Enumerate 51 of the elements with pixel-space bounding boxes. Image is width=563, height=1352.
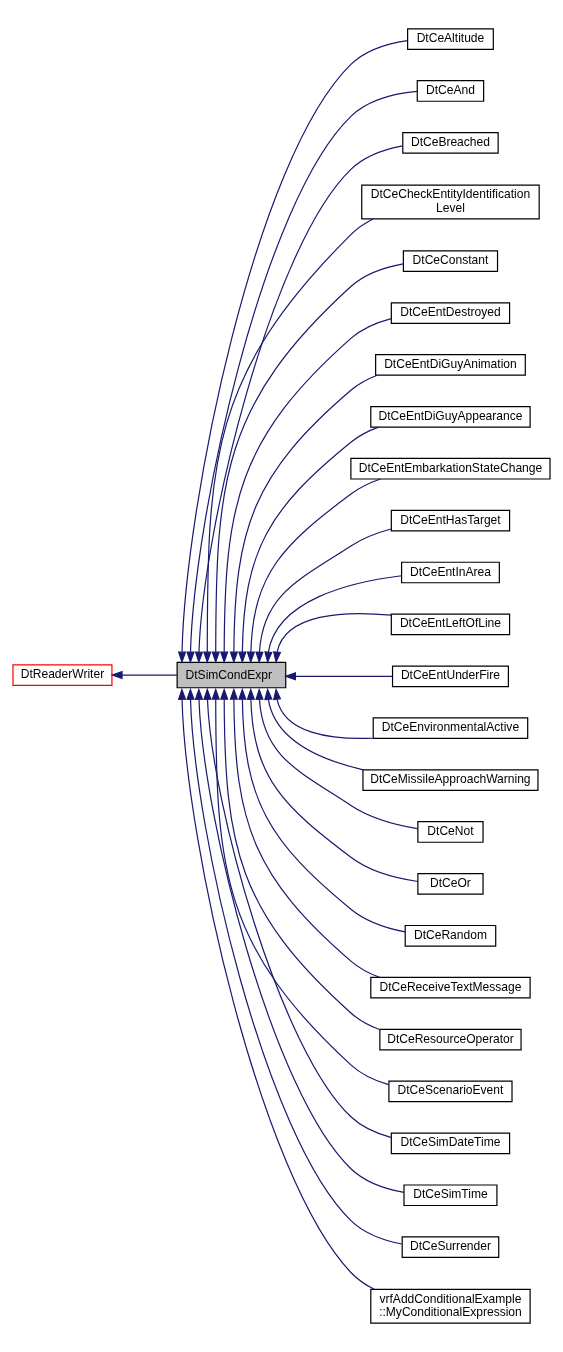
- arrow: [238, 687, 406, 933]
- node-box: DtCeEntDiGuyAnimation: [375, 354, 526, 376]
- arrow: [229, 687, 381, 978]
- node-box: DtCeEntLeftOfLine: [390, 613, 511, 636]
- node-box: DtCeEntHasTarget: [390, 509, 511, 532]
- arrow: [211, 263, 404, 664]
- node-box: vrfAddConditionalExample ::MyConditionalExpression: [370, 1288, 531, 1324]
- arrow: [177, 687, 375, 1290]
- arrow: [203, 218, 374, 664]
- node-box: DtCeRandom: [404, 924, 497, 947]
- node-box: DtCeSimDateTime: [390, 1132, 511, 1155]
- arrow: [255, 528, 392, 664]
- node-box: DtReaderWriter: [12, 664, 113, 686]
- node-box: DtCeAltitude: [407, 28, 494, 50]
- node-box: DtCeEntEmbarkationStateChange: [350, 457, 551, 480]
- node-box: DtSimCondExpr: [176, 661, 287, 689]
- node-box: DtCeEntDestroyed: [390, 302, 511, 324]
- node-box: DtCeReceiveTextMessage: [370, 976, 531, 999]
- node-box: DtCeAnd: [416, 80, 485, 102]
- node-box: DtCeEntInArea: [400, 561, 500, 584]
- arrow: [110, 670, 178, 680]
- node-box: DtCeEnvironmentalActive: [372, 717, 529, 740]
- arrow: [177, 39, 408, 664]
- arrow: [186, 90, 418, 664]
- arrow: [255, 687, 419, 830]
- node-box: DtCeCheckEntityIdentification Level: [361, 184, 540, 220]
- arrow: [219, 317, 392, 664]
- arrow: [264, 575, 403, 664]
- node-box: DtCeResourceOperator: [379, 1028, 522, 1051]
- node-box: DtCeMissileApproachWarning: [362, 769, 539, 791]
- node-box: DtCeScenarioEvent: [388, 1080, 513, 1103]
- arrow: [246, 687, 419, 883]
- arrow: [194, 145, 404, 664]
- node-box: DtCeSurrender: [401, 1236, 500, 1258]
- node-box: DtCeEntDiGuyAppearance: [370, 405, 531, 428]
- arrow: [264, 687, 364, 771]
- arrow: [219, 687, 381, 1031]
- node-box: DtCeOr: [417, 873, 484, 895]
- arrow: [203, 687, 392, 1139]
- node-box: DtCeEntUnderFire: [391, 665, 509, 688]
- node-box: DtCeNot: [417, 821, 484, 843]
- arrow: [211, 687, 390, 1086]
- node-box: DtCeBreached: [402, 132, 499, 154]
- node-box: DtCeConstant: [402, 250, 499, 272]
- arrow: [229, 374, 378, 664]
- arrow: [272, 613, 392, 664]
- arrow: [272, 687, 374, 740]
- arrow: [283, 672, 394, 681]
- arrow: [246, 478, 382, 664]
- node-box: DtCeSimTime: [403, 1184, 498, 1207]
- arrow: [238, 426, 380, 664]
